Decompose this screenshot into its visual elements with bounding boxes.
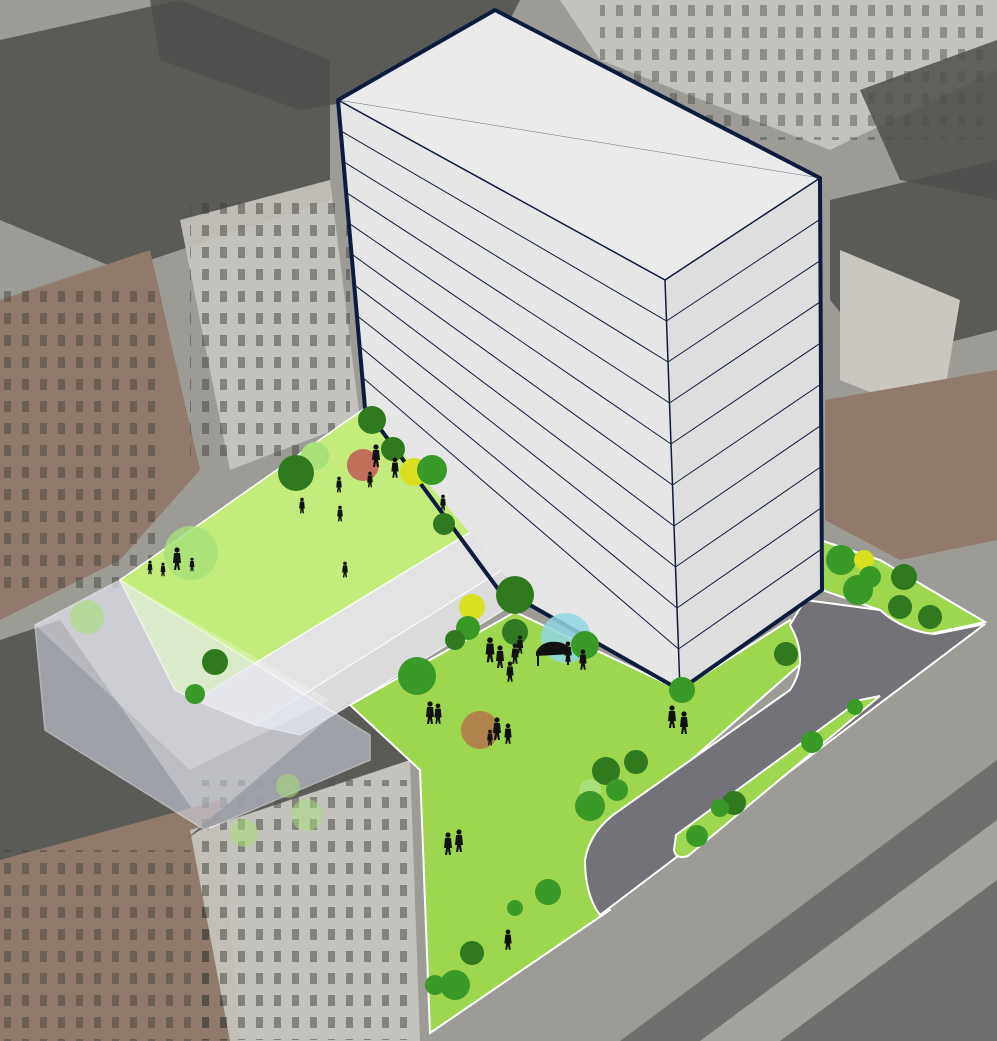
person-silhouette-icon (455, 829, 463, 852)
tree-canopy-icon (164, 526, 218, 580)
person-silhouette-icon (444, 832, 452, 855)
tree-canopy-icon (502, 619, 528, 645)
tree-canopy-icon (711, 799, 729, 817)
tree-canopy-icon (496, 576, 534, 614)
tree-canopy-icon (891, 564, 917, 590)
person-silhouette-icon (579, 649, 587, 670)
floor-line (351, 253, 673, 486)
person-silhouette-icon (487, 729, 493, 746)
tree-canopy-icon (918, 605, 942, 629)
tree-canopy-icon (358, 406, 386, 434)
tree-canopy-icon (801, 731, 823, 753)
tower (336, 8, 824, 692)
tree-canopy-icon (70, 600, 104, 634)
person-silhouette-icon (485, 637, 495, 663)
tower-left-face (338, 100, 680, 690)
person-silhouette-icon (299, 497, 305, 514)
tree-canopy-icon (459, 594, 485, 620)
floor-line (356, 315, 676, 568)
tower-floor-lines (340, 130, 823, 650)
person-silhouette-icon (668, 705, 676, 728)
floor-line (669, 301, 821, 404)
floor-line (353, 284, 675, 527)
tower-roof (338, 10, 820, 280)
person-silhouette-icon (337, 505, 343, 522)
person-silhouette-icon (506, 661, 514, 682)
floor-line (678, 548, 823, 650)
glass-volume (34, 579, 371, 831)
tree-canopy-icon (592, 757, 620, 785)
floor-line (359, 346, 678, 609)
tree-canopy-icon (669, 677, 695, 703)
tree-canopy-icon (460, 941, 484, 965)
tree-canopy-icon (606, 779, 628, 801)
tree-canopy-icon (278, 455, 314, 491)
tree-canopy-icon (507, 900, 523, 916)
tree-canopy-icon (433, 513, 455, 535)
tree-canopy-icon (575, 791, 605, 821)
floor-line (666, 218, 821, 322)
people (147, 444, 688, 950)
tree-canopy-icon (843, 575, 873, 605)
person-silhouette-icon (160, 562, 166, 577)
tree-canopy-icon (571, 631, 599, 659)
person-silhouette-icon (147, 560, 153, 575)
trees (70, 406, 942, 1000)
person-silhouette-icon (189, 557, 195, 572)
tree-canopy-icon (276, 774, 300, 798)
tree-canopy-icon (535, 879, 561, 905)
person-silhouette-icon (496, 645, 504, 668)
tree-canopy-icon (202, 649, 228, 675)
floor-line (361, 376, 679, 650)
person-silhouette-icon (504, 723, 512, 744)
person-silhouette-icon (173, 547, 181, 570)
tree-canopy-icon (185, 684, 205, 704)
person-silhouette-icon (504, 929, 512, 950)
floor-line (670, 342, 822, 445)
tree-canopy-icon (854, 550, 874, 570)
tree-canopy-icon (381, 437, 405, 461)
median-lawn (672, 695, 881, 859)
person-silhouette-icon (564, 641, 572, 662)
person-silhouette-icon (493, 717, 501, 740)
floor-line (675, 465, 822, 568)
floor-line (672, 383, 822, 486)
person-silhouette-icon (516, 635, 524, 654)
tree-canopy-icon (686, 825, 708, 847)
person-silhouette-icon (372, 444, 380, 467)
tree-canopy-icon (425, 975, 445, 995)
tree-canopy-icon (445, 630, 465, 650)
tree-canopy-icon (398, 657, 436, 695)
tree-canopy-icon (888, 595, 912, 619)
floor-line (345, 191, 670, 404)
tree-canopy-icon (826, 545, 856, 575)
floor-line (348, 222, 672, 445)
person-silhouette-icon (426, 701, 434, 724)
tree-canopy-icon (440, 970, 470, 1000)
person-silhouette-icon (391, 457, 399, 478)
floor-line (673, 424, 822, 527)
tree-canopy-icon (461, 711, 499, 749)
person-silhouette-icon (440, 494, 446, 511)
person-silhouette-icon (680, 711, 688, 734)
floor-line (340, 130, 667, 322)
floor-line (676, 507, 822, 609)
tower-right-face (665, 178, 822, 690)
tree-canopy-icon (230, 819, 258, 847)
tree-canopy-icon (847, 699, 863, 715)
tree-canopy-icon (624, 750, 648, 774)
person-silhouette-icon (511, 643, 519, 664)
person-silhouette-icon (434, 703, 442, 724)
tree-canopy-icon (291, 799, 323, 831)
person-silhouette-icon (367, 471, 373, 488)
floor-line (667, 259, 821, 363)
person-silhouette-icon (342, 561, 348, 578)
person-silhouette-icon (336, 476, 342, 493)
floor-line (343, 161, 669, 363)
tree-canopy-icon (417, 455, 447, 485)
tree-canopy-icon (774, 642, 798, 666)
